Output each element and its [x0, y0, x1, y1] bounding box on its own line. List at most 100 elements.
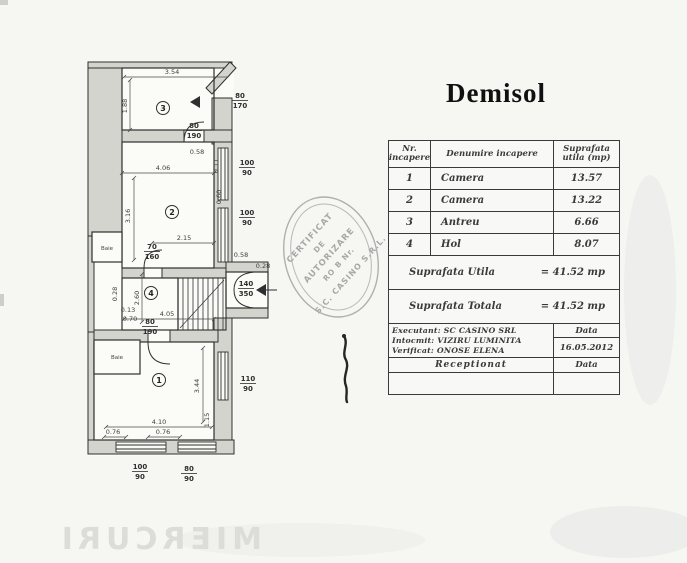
empty-cell: [554, 373, 619, 394]
dimension-label: 4.06: [156, 164, 170, 172]
dimension-label: 4.05: [160, 310, 174, 318]
door-window-size-labels: 80 170 80 190 100 90 100 90 70: [132, 92, 256, 483]
svg-text:140: 140: [239, 280, 254, 288]
room-name: Camera: [431, 190, 554, 211]
svg-text:190: 190: [187, 132, 202, 140]
dimension-label: 0.58: [190, 148, 204, 156]
dimension-label: 0.11: [212, 159, 220, 173]
room-area: 13.22: [570, 195, 603, 206]
door-size-label: 80 190: [186, 122, 202, 140]
window-size-label: 100 90: [132, 463, 148, 481]
receptionat-label: Receptionat: [389, 358, 554, 372]
svg-text:100: 100: [240, 209, 255, 217]
empty-row: [389, 372, 619, 394]
dimension-label: 0.60: [215, 190, 223, 204]
stairs: [177, 277, 227, 331]
door-direction-arrows: [190, 96, 277, 296]
dimension-label: 4.10: [152, 418, 166, 426]
table-row: 2 Camera 13.22: [389, 189, 619, 211]
suprafata-utila-row: Suprafata Utila = 41.52 mp: [389, 255, 619, 289]
dimension-label: 3.54: [165, 68, 179, 76]
dimension-label: 3.44: [193, 379, 201, 393]
bathroom-label: Baie: [101, 246, 114, 252]
dimension-label: 3.16: [124, 209, 132, 223]
svg-text:160: 160: [145, 253, 160, 261]
room-number-markers: 3 2 4 1: [144, 101, 179, 387]
dimension-label: 0.28: [111, 287, 119, 301]
dimension-label: 2.15: [177, 234, 191, 242]
room-number: 3: [160, 104, 166, 113]
room-name: Antreu: [431, 212, 554, 233]
room-nr: 1: [389, 168, 431, 189]
room-number: 4: [148, 289, 154, 298]
room-nr: 3: [389, 212, 431, 233]
signature-mark: [342, 334, 349, 404]
header-nr-incapere: Nr. incapere: [389, 141, 431, 167]
door-size-label: 70 160: [144, 243, 160, 261]
door-arcs: [143, 121, 255, 365]
svg-text:80: 80: [235, 92, 245, 100]
room-area: 13.57: [570, 173, 603, 184]
dimension-label: 0.70: [123, 315, 137, 323]
verificat-line: Verificat: ONOSE ELENA: [392, 346, 505, 355]
svg-text:110: 110: [241, 375, 256, 383]
svg-text:100: 100: [133, 463, 148, 471]
room-number: 2: [169, 208, 175, 217]
bleed-through-text: MIERCURI: [57, 522, 262, 557]
dimension-label: 1.88: [121, 99, 129, 113]
window-size-label: 110 90: [240, 375, 256, 393]
page-title: Demisol: [446, 78, 546, 108]
window-size-label: 80 90: [181, 465, 197, 483]
windows: [115, 147, 229, 453]
svg-text:80: 80: [184, 465, 194, 473]
suprafata-utila-label: Suprafata Utila: [409, 267, 496, 278]
dimension-label: 0.28: [256, 262, 270, 270]
room-area: 6.66: [574, 217, 599, 228]
table-row: 1 Camera 13.57: [389, 167, 619, 189]
svg-text:80: 80: [145, 318, 155, 326]
window-size-label: 100 90: [239, 159, 255, 177]
rooms-table: Nr. incapere Denumire incapere Suprafata…: [388, 140, 620, 395]
room-nr: 4: [389, 234, 431, 255]
bathroom-label: Baie: [111, 355, 124, 361]
executant-block: Executant: SC CASINO SRL Intocmit: VIZIR…: [389, 324, 554, 357]
svg-text:350: 350: [239, 290, 254, 298]
door-size-label: 80 190: [142, 318, 158, 336]
dimension-label: 0.76: [106, 428, 120, 436]
table-row: 3 Antreu 6.66: [389, 211, 619, 233]
room-name: Hol: [431, 234, 554, 255]
room-outlines: [91, 67, 269, 441]
data-value: 16.05.2012: [559, 342, 614, 353]
data-cell: Data 16.05.2012: [554, 324, 619, 357]
entrance-door-size-label: 140 350: [238, 280, 254, 298]
suprafata-totala-label: Suprafata Totala: [409, 301, 502, 312]
svg-text:90: 90: [243, 385, 253, 393]
dimension-label: 2.60: [133, 291, 141, 305]
dimension-label: 0.76: [156, 428, 170, 436]
authorization-stamp: CERTIFICAT DE AUTORIZARE RO B Nr. S.C. C…: [282, 196, 388, 318]
header-suprafata-utila: Suprafata utila (mp): [562, 144, 611, 163]
svg-text:90: 90: [242, 169, 252, 177]
dimension-label: 0.13: [121, 306, 135, 314]
header-denumire-incapere: Denumire incapere: [431, 141, 554, 167]
door-size-label: 80 170: [232, 92, 248, 110]
svg-text:90: 90: [242, 219, 252, 227]
dimension-labels: 3.54 1.88 4.06 0.58 0.11 0.60 3.16 2.15 …: [106, 68, 270, 436]
table-header-row: Nr. incapere Denumire incapere Suprafata…: [389, 141, 619, 167]
executant-row: Executant: SC CASINO SRL Intocmit: VIZIR…: [389, 323, 619, 357]
svg-text:170: 170: [233, 102, 248, 110]
svg-text:90: 90: [184, 475, 194, 483]
svg-text:80: 80: [189, 122, 199, 130]
receptionat-row: Receptionat Data: [389, 357, 619, 372]
receptionat-data-label: Data: [575, 360, 598, 370]
room-area: 8.07: [574, 239, 599, 250]
svg-text:70: 70: [147, 243, 157, 251]
empty-cell: [389, 373, 554, 394]
data-label: Data: [554, 324, 619, 338]
svg-text:90: 90: [135, 473, 145, 481]
suprafata-totala-row: Suprafata Totala = 41.52 mp: [389, 289, 619, 323]
table-row: 4 Hol 8.07: [389, 233, 619, 255]
